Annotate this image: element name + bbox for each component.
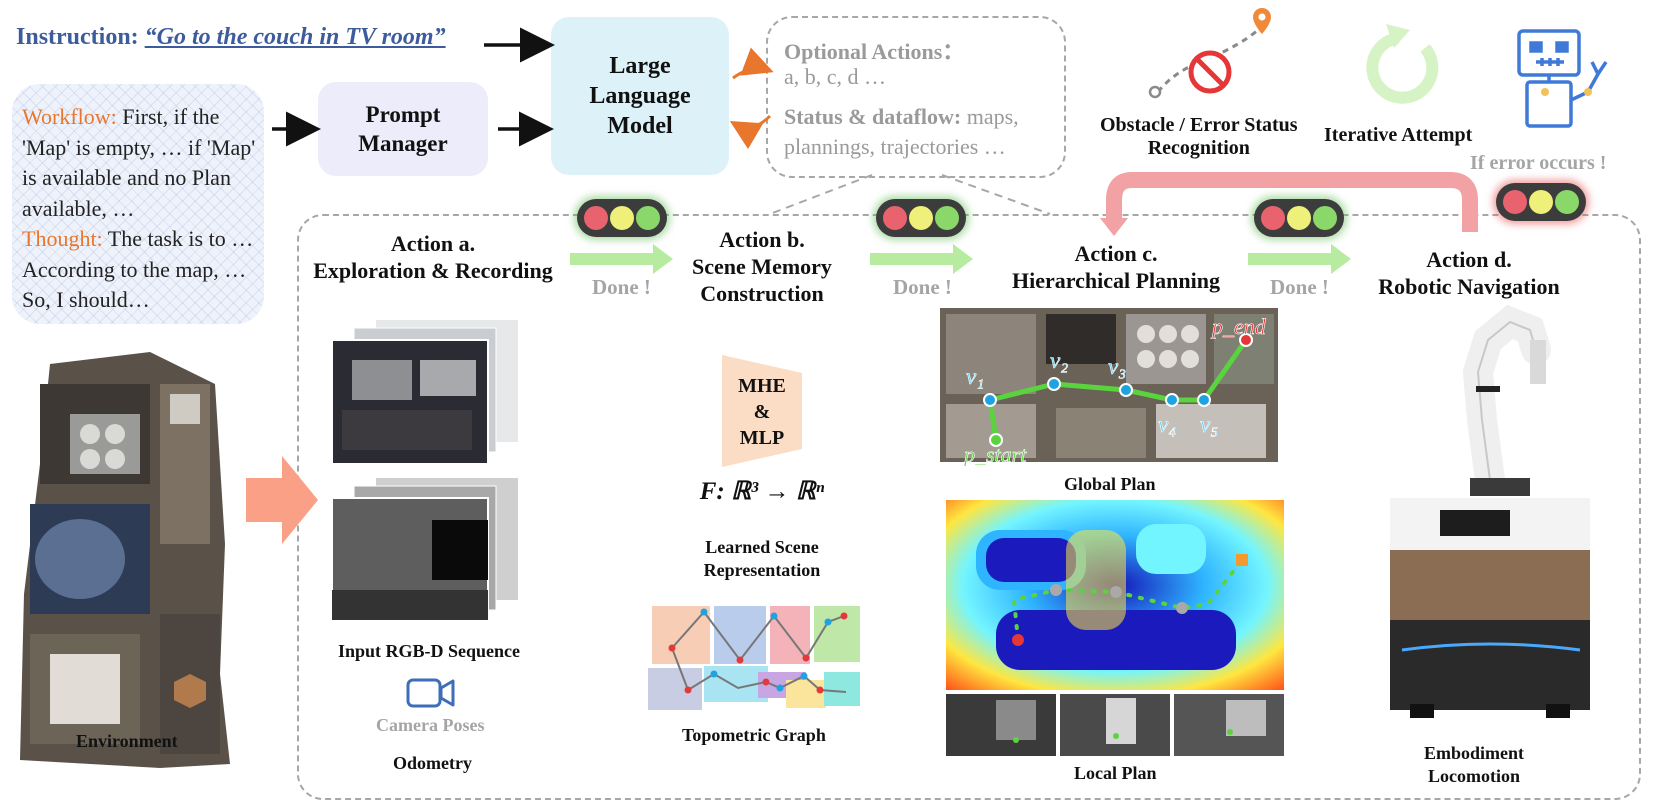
p-start-label: p_start: [962, 442, 1027, 466]
workflow-label: Workflow:: [22, 104, 117, 129]
orange-arrow-in: [729, 114, 772, 150]
action-b-line3: Construction: [700, 281, 824, 306]
thought-text: The task is to … According to the map, ……: [22, 226, 254, 312]
llm-label: Large Language Model: [589, 53, 691, 139]
action-c-line2: Hierarchical Planning: [1012, 268, 1220, 293]
done-arrow-b: [870, 244, 973, 274]
amp-line: &: [753, 401, 771, 423]
traffic-light-b: [876, 199, 966, 237]
global-plan-caption: Global Plan: [1064, 474, 1156, 494]
traffic-light-c: [1254, 199, 1344, 237]
formula: F: ℝ³ → ℝⁿ: [699, 478, 825, 505]
instruction-label: Instruction:: [16, 24, 139, 50]
connector-left: [769, 174, 873, 215]
traffic-light-error: [1496, 183, 1586, 221]
learned-scene-caption: Learned Scene Representation: [692, 536, 832, 582]
action-b-line1: Action b.: [719, 227, 805, 252]
optional-actions-list: a, b, c, d …: [784, 64, 887, 89]
local-plan-caption: Local Plan: [1074, 763, 1157, 783]
camera-poses-caption: Camera Poses: [376, 715, 485, 735]
action-c-line1: Action c.: [1074, 241, 1158, 266]
error-loop-arrow: [1106, 172, 1478, 232]
obstacle-caption: Obstacle / Error Status Recognition: [1100, 114, 1298, 160]
instruction-quote: “Go to the couch in TV room”: [144, 24, 446, 50]
prompt-manager-box: Prompt Manager: [318, 82, 488, 176]
action-a-title: Action a. Exploration & Recording: [296, 230, 570, 284]
done-arrow-a: [570, 244, 673, 274]
action-a-line2: Exploration & Recording: [313, 258, 553, 283]
learned-line2: Representation: [703, 560, 821, 580]
if-error-caption: If error occurs !: [1470, 152, 1607, 174]
node-label-v1: v₁: [966, 364, 984, 389]
topometric-caption: Topometric Graph: [682, 725, 826, 745]
connector-right: [941, 174, 1051, 215]
workflow-text-block: Workflow: First, if the 'Map' is empty, …: [22, 102, 262, 316]
done-arrow-c: [1248, 244, 1351, 274]
action-c-title: Action c. Hierarchical Planning: [998, 240, 1234, 294]
status-dataflow-label: Status & dataflow:: [784, 104, 962, 129]
status-dataflow-text1: maps,: [966, 104, 1019, 129]
traffic-light-a: [577, 199, 667, 237]
rgbd-caption: Input RGB-D Sequence: [338, 641, 521, 661]
prompt-manager-label: Prompt Manager: [358, 102, 448, 156]
action-d-line2: Robotic Navigation: [1378, 274, 1560, 299]
learned-line1: Learned Scene: [705, 537, 819, 557]
action-a-line1: Action a.: [390, 231, 476, 256]
robot-icon: [1517, 29, 1608, 128]
embodiment-line2: Locomotion: [1428, 766, 1520, 786]
node-label-v5: v₅: [1200, 412, 1218, 437]
workflow-text: First, if the 'Map' is empty, … if 'Map'…: [22, 104, 256, 221]
embodiment-line1: Embodiment: [1424, 743, 1525, 763]
optional-actions-box: Optional Actions： a, b, c, d … Status & …: [766, 16, 1066, 178]
status-dataflow-text2: plannings, trajectories …: [784, 134, 1006, 159]
global-plan-image: v₁ v₂ v₃ v₄ v₅ p_start p_end: [940, 308, 1278, 466]
mlp-line: MLP: [739, 427, 785, 449]
instruction: Instruction: “Go to the couch in TV room…: [16, 24, 446, 51]
environment-caption: Environment: [76, 731, 178, 751]
video-camera-icon: [406, 678, 455, 708]
mhe-mlp-block: [722, 355, 802, 467]
done-label-c: Done !: [1270, 275, 1329, 299]
embodiment-caption: Embodiment Locomotion: [1424, 742, 1524, 788]
action-b-title: Action b. Scene Memory Construction: [672, 226, 852, 307]
rgbd-image-stack: [332, 320, 518, 620]
node-label-v2: v₂: [1050, 348, 1068, 373]
robot-image: [1390, 304, 1590, 718]
mhe-mlp-label: MHE & MLP: [728, 373, 796, 451]
llm-box: Large Language Model: [551, 17, 729, 175]
iterative-caption: Iterative Attempt: [1324, 124, 1473, 146]
done-label-b: Done !: [893, 275, 952, 299]
mhe-line: MHE: [738, 375, 786, 397]
p-end-label: p_end: [1210, 314, 1267, 339]
done-label-a: Done !: [592, 275, 651, 299]
node-label-v4: v₄: [1158, 412, 1176, 437]
orange-arrow-out: [732, 47, 774, 80]
local-plan-heatmap: [946, 500, 1284, 756]
action-b-line2: Scene Memory: [692, 254, 832, 279]
optional-actions-title: Optional Actions：: [784, 39, 965, 64]
action-d-title: Action d. Robotic Navigation: [1364, 246, 1574, 300]
environment-arrow: [246, 456, 318, 544]
obstacle-line2: Recognition: [1147, 137, 1250, 159]
obstacle-icon: [1148, 8, 1271, 99]
topometric-graph-image: [648, 606, 860, 710]
action-d-line1: Action d.: [1426, 247, 1512, 272]
node-label-v3: v₃: [1108, 354, 1126, 379]
error-loop-arrowhead: [1100, 218, 1128, 236]
obstacle-line1: Obstacle / Error Status: [1100, 114, 1298, 136]
odometry-caption: Odometry: [393, 753, 472, 773]
iterative-icon: [1366, 24, 1439, 104]
thought-label: Thought:: [22, 226, 103, 251]
workflow-bubble: Workflow: First, if the 'Map' is empty, …: [12, 84, 264, 324]
environment-floorplan-image: [20, 352, 230, 768]
